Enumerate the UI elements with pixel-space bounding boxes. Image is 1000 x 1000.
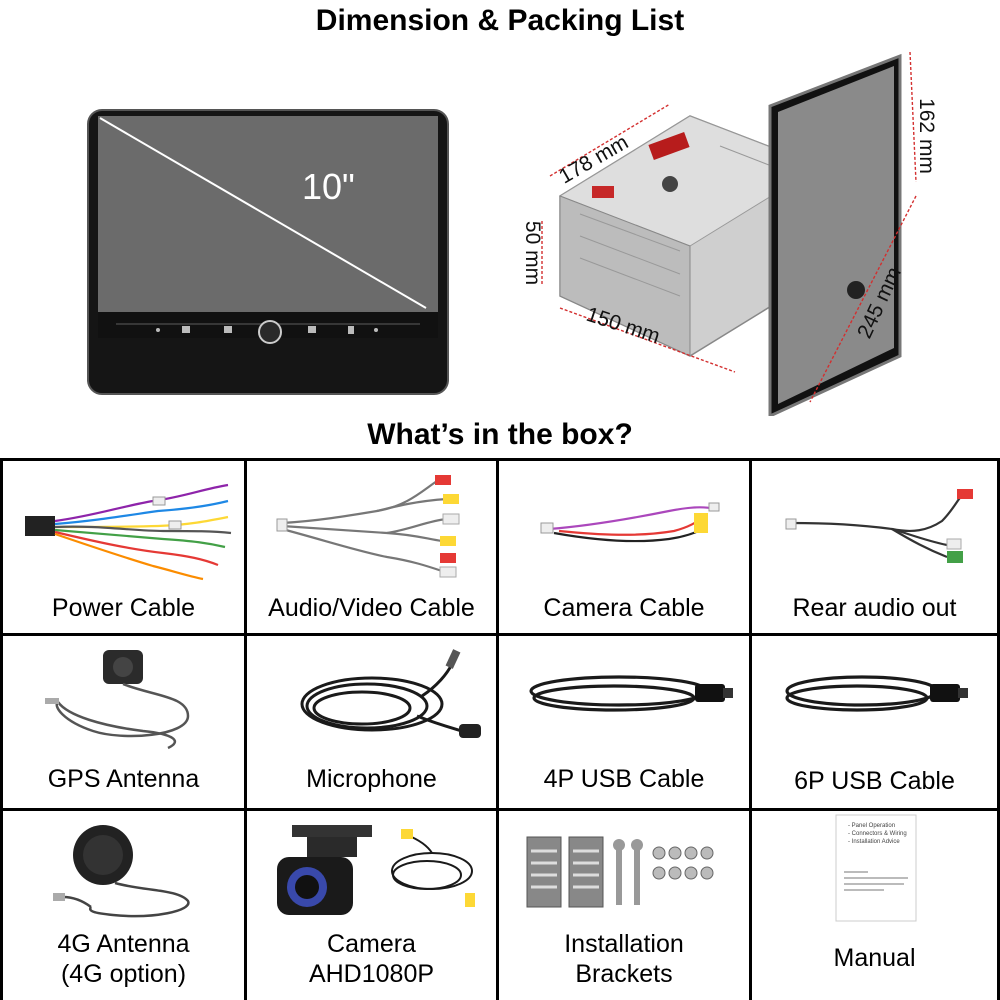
list-item: - Panel Operation - Connectors & Wiring … xyxy=(752,811,1000,1000)
camera-icon xyxy=(277,825,475,915)
item-label: 4P USB Cable xyxy=(543,765,705,793)
head-unit-front xyxy=(87,109,449,395)
item-label: GPS Antenna xyxy=(47,765,200,793)
item-label-secondary: AHD1080P xyxy=(308,960,435,988)
list-item: 4P USB Cable xyxy=(499,636,752,811)
list-item: Camera AHD1080P xyxy=(247,811,499,1000)
manual-icon xyxy=(835,814,917,922)
item-label: Microphone xyxy=(306,765,437,793)
grid-row: 4G Antenna (4G option) Camera AHD1080P xyxy=(0,811,1000,1000)
gps-antenna-icon xyxy=(45,650,190,750)
page-title: Dimension & Packing List xyxy=(315,4,685,37)
rear-audio-icon xyxy=(785,489,973,563)
screen-size-label: 10" xyxy=(302,166,355,207)
item-label: Camera Cable xyxy=(543,594,705,622)
item-label: Camera xyxy=(327,930,416,958)
list-item: Audio/Video Cable xyxy=(247,461,499,636)
usb-cable-icon xyxy=(529,675,733,712)
list-item: Power Cable xyxy=(0,461,247,636)
item-label: Audio/Video Cable xyxy=(268,594,475,622)
height-dimension: 50 mm xyxy=(521,220,545,286)
grid-row: GPS Antenna Microphone xyxy=(0,636,1000,811)
item-label-secondary: (4G option) xyxy=(60,960,187,988)
manual-line: - Connectors & Wiring xyxy=(848,831,907,837)
microphone-icon xyxy=(300,649,481,738)
av-cable-icon xyxy=(276,475,460,578)
dimension-section: 10" 178 mm 50 mm 150 mm 162 mm 245 mm xyxy=(0,46,1000,416)
item-label: Installation xyxy=(564,930,684,958)
list-item: Camera Cable xyxy=(499,461,752,636)
list-item: Installation Brackets xyxy=(499,811,752,1000)
list-item: Rear audio out xyxy=(752,461,1000,636)
screen-height-dimension: 162 mm xyxy=(914,98,938,174)
list-item: Microphone xyxy=(247,636,499,811)
grid-row: Power Cable xyxy=(0,461,1000,636)
list-item: GPS Antenna xyxy=(0,636,247,811)
4g-antenna-icon xyxy=(53,825,190,918)
brackets-icon xyxy=(526,836,714,908)
item-label: Manual xyxy=(833,944,916,972)
item-label: Power Cable xyxy=(51,594,196,622)
item-label: Rear audio out xyxy=(792,594,957,622)
head-unit-side xyxy=(541,51,917,416)
item-label-secondary: Brackets xyxy=(575,960,673,988)
list-item: 4G Antenna (4G option) xyxy=(0,811,247,1000)
packing-list-grid: Power Cable xyxy=(0,458,1000,1000)
usb-cable-icon xyxy=(785,675,968,712)
item-label: 4G Antenna xyxy=(57,930,190,958)
list-item: 6P USB Cable xyxy=(752,636,1000,811)
box-title: What’s in the box? xyxy=(367,418,633,451)
item-label: 6P USB Cable xyxy=(794,767,955,795)
manual-line: - Installation Advice xyxy=(848,839,900,845)
camera-cable-icon xyxy=(540,502,720,543)
power-cable-icon xyxy=(25,483,232,581)
manual-line: - Panel Operation xyxy=(848,823,896,829)
